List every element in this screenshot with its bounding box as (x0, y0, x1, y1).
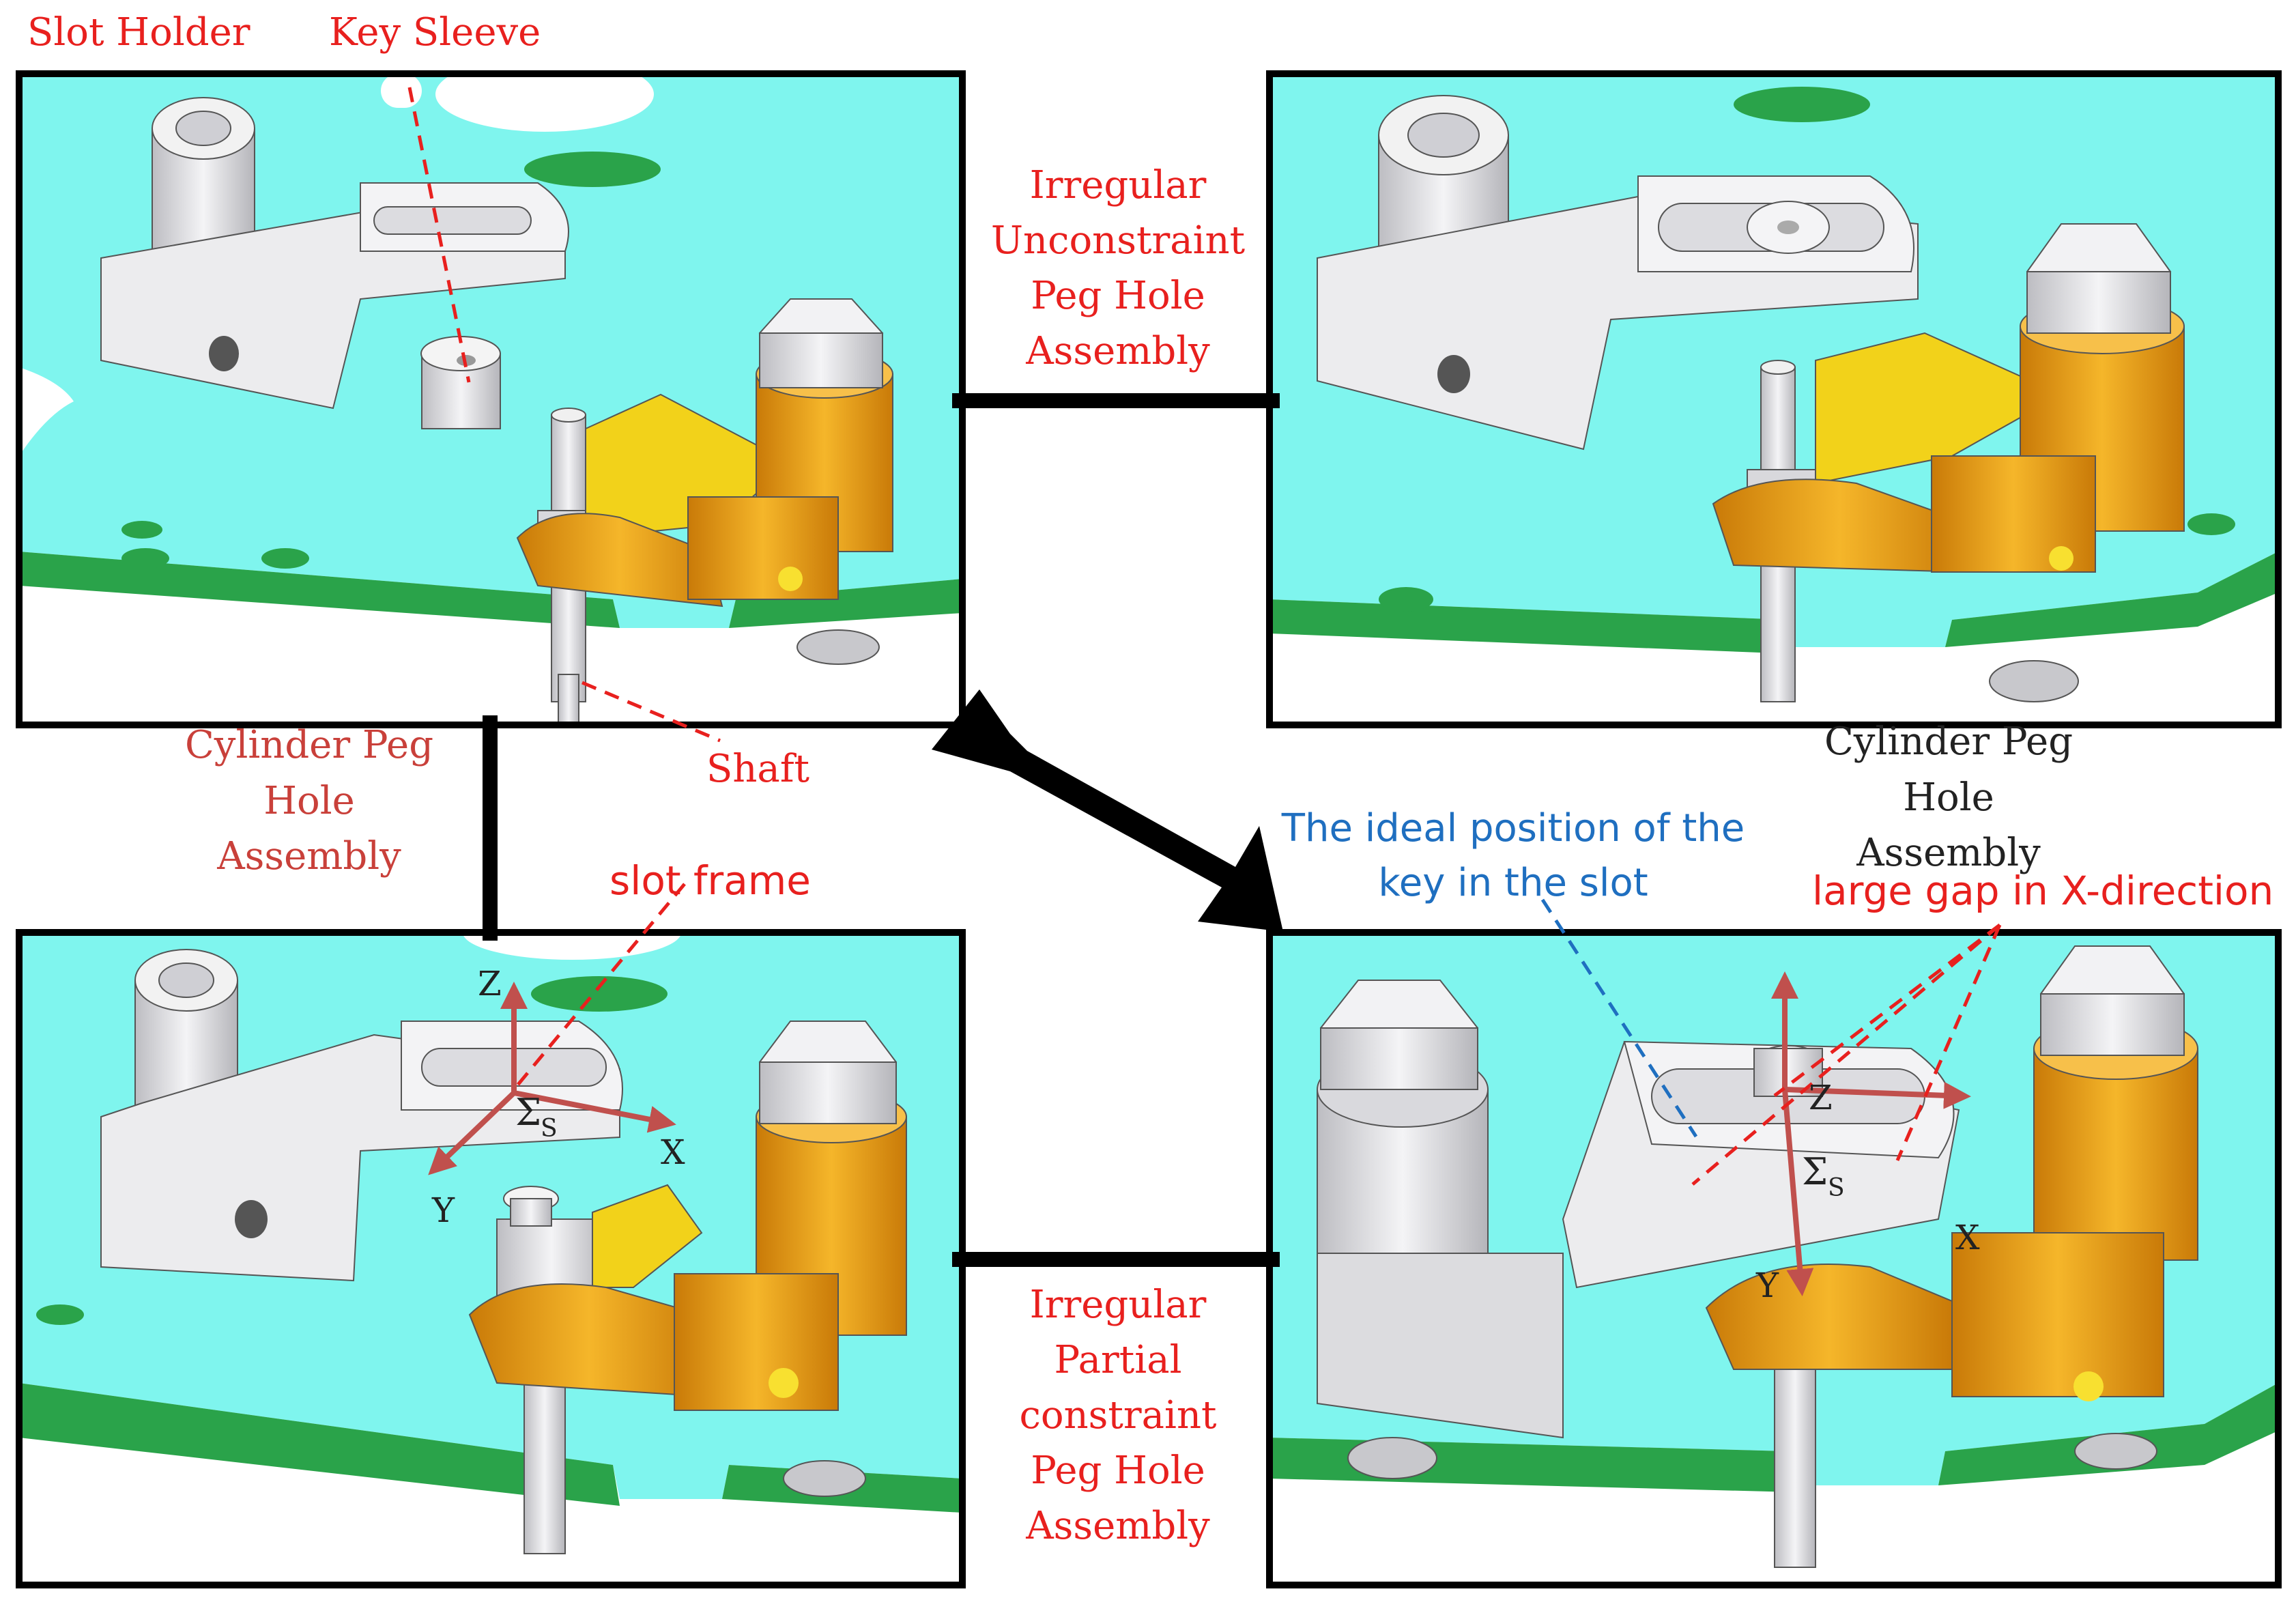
brass-clamp-part (1712, 223, 2185, 702)
big-diagonal-arrow (932, 689, 1283, 932)
brass-clamp-part (468, 1021, 907, 1497)
label-ideal-position: The ideal position of the key in the slo… (1281, 806, 1745, 905)
svg-text:Y: Y (431, 1190, 455, 1230)
plate-edge (19, 552, 620, 628)
svg-text:Assembly: Assembly (216, 834, 401, 879)
label-irregular-unconstraint: Irregular Unconstraint Peg Hole Assembly (991, 163, 1246, 373)
svg-text:Unconstraint: Unconstraint (991, 218, 1246, 263)
svg-text:Hole: Hole (1903, 775, 1994, 820)
svg-text:Peg Hole: Peg Hole (1031, 1449, 1205, 1493)
label-irregular-partial: Irregular Partial constraint Peg Hole As… (1019, 1283, 1217, 1548)
svg-text:Cylinder Peg: Cylinder Peg (1824, 719, 2073, 764)
svg-text:Assembly: Assembly (1856, 831, 2041, 875)
slot-holder-part (1317, 1040, 1960, 1439)
svg-text:S: S (1828, 1174, 1845, 1202)
svg-text:key in the slot: key in the slot (1378, 861, 1648, 905)
slot-frame-axes (428, 982, 676, 1175)
panel-bottom-right (1266, 929, 2282, 1588)
label-slot-holder: Slot Holder (27, 10, 250, 55)
svg-text:X: X (661, 1132, 685, 1172)
leader-lines (407, 87, 2002, 1186)
key-sleeve-part (420, 336, 501, 429)
label-key-sleeve: Key Sleeve (329, 10, 541, 55)
svg-text:Σ: Σ (515, 1091, 541, 1134)
panel-top-right (1266, 70, 2282, 728)
svg-text:S: S (541, 1115, 558, 1143)
slot-hole-icon (524, 152, 661, 187)
svg-text:Z: Z (478, 964, 502, 1003)
svg-text:Irregular: Irregular (1030, 1283, 1207, 1327)
slot-holder-part (1317, 95, 1919, 451)
label-cylinder-peg-left: Cylinder Peg Hole Assembly (185, 723, 433, 879)
label-slot-frame: slot frame (609, 857, 811, 904)
panel-top-left (16, 70, 966, 728)
panel-bottom-left (16, 929, 966, 1588)
svg-text:Hole: Hole (263, 779, 355, 823)
svg-text:constraint: constraint (1019, 1393, 1217, 1438)
axes-labels-left: Z X Y Σ S (431, 964, 685, 1230)
svg-text:Y: Y (1755, 1266, 1779, 1305)
label-shaft: Shaft (706, 747, 810, 791)
svg-text:Peg Hole: Peg Hole (1031, 274, 1205, 318)
label-large-gap: large gap in X-direction (1812, 868, 2273, 914)
svg-text:Irregular: Irregular (1030, 163, 1207, 208)
svg-text:X: X (1955, 1218, 1980, 1257)
svg-text:Cylinder Peg: Cylinder Peg (185, 723, 433, 767)
svg-text:Assembly: Assembly (1025, 329, 1210, 373)
slot-holder-part (100, 97, 569, 410)
axes-labels-right: Z X Y Σ S (1755, 1078, 1980, 1305)
brass-clamp-part (516, 298, 893, 665)
slot-frame-axes (1771, 971, 1971, 1296)
label-cylinder-peg-right: Cylinder Peg Hole Assembly (1824, 719, 2073, 875)
svg-text:The ideal position of the: The ideal position of the (1281, 806, 1745, 851)
svg-text:Z: Z (1809, 1078, 1833, 1117)
svg-text:Assembly: Assembly (1025, 1504, 1210, 1548)
brass-clamp-part (1347, 945, 2198, 1568)
slot-holder-part (100, 949, 623, 1282)
svg-text:Σ: Σ (1802, 1150, 1828, 1193)
svg-text:Partial: Partial (1054, 1338, 1181, 1382)
